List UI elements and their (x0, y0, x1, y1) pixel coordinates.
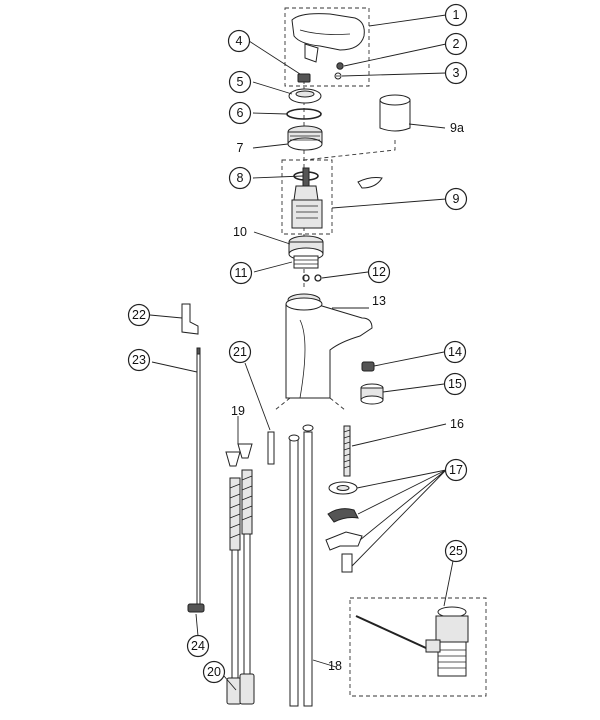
aerator-nut (361, 361, 375, 372)
pop-up-pin (267, 431, 275, 465)
callout-14: 14 (443, 340, 467, 364)
callout-11: 11 (229, 261, 253, 285)
callout-25: 25 (444, 539, 468, 563)
cartridge-base (288, 235, 324, 269)
grub-screw (336, 62, 344, 70)
pop-up-waste (355, 606, 469, 677)
threaded-stud (343, 425, 351, 477)
hose-connectors (225, 443, 253, 467)
callout-17: 17 (444, 458, 468, 482)
svg-text:12: 12 (372, 265, 386, 279)
rod-connector (187, 603, 205, 613)
callout-1: 1 (444, 3, 468, 27)
fixing-washers (328, 481, 358, 495)
callout-15: 15 (443, 372, 467, 396)
svg-text:23: 23 (132, 353, 146, 367)
svg-text:22: 22 (132, 308, 146, 322)
callout-24: 24 (186, 634, 210, 658)
svg-text:15: 15 (448, 377, 462, 391)
svg-text:4: 4 (236, 34, 243, 48)
horseshoe-washer (327, 508, 359, 523)
small-nut (297, 73, 311, 83)
svg-text:17: 17 (449, 463, 463, 477)
callout-6: 6 (228, 101, 252, 125)
svg-text:20: 20 (207, 665, 221, 679)
svg-text:14: 14 (448, 345, 462, 359)
callout-16: 16 (450, 417, 464, 431)
tap-body (285, 293, 373, 399)
waste-assembly-box (349, 597, 487, 697)
lift-rod (196, 347, 201, 607)
svg-text:21: 21 (233, 345, 247, 359)
svg-text:8: 8 (237, 171, 244, 185)
svg-text:11: 11 (235, 266, 248, 280)
small-screw (334, 72, 342, 80)
callout-23: 23 (127, 348, 151, 372)
callout-10: 10 (233, 225, 247, 239)
fixing-nut (341, 553, 353, 573)
cartridge-clip (357, 177, 383, 189)
callout-5: 5 (228, 70, 252, 94)
callout-7: 7 (237, 141, 244, 155)
svg-text:5: 5 (237, 75, 244, 89)
callout-8: 8 (228, 166, 252, 190)
callout-12: 12 (367, 260, 391, 284)
cartridge-cover (379, 94, 411, 132)
body-to-valves-link (274, 397, 346, 411)
aerator (360, 383, 384, 405)
svg-text:6: 6 (237, 106, 244, 120)
svg-text:3: 3 (453, 66, 460, 80)
callout-3: 3 (444, 61, 468, 85)
callout-22: 22 (127, 303, 151, 327)
callout-2: 2 (444, 32, 468, 56)
lift-rod-bracket (181, 303, 199, 335)
svg-text:25: 25 (449, 544, 463, 558)
handle-assembly-box (284, 7, 370, 87)
supply-pipes-rigid (288, 424, 314, 707)
svg-text:1: 1 (453, 8, 460, 22)
fixing-bracket (325, 531, 363, 551)
threaded-nut (287, 125, 323, 151)
callout-13: 13 (372, 294, 386, 308)
svg-text:9: 9 (453, 192, 460, 206)
callout-4: 4 (227, 29, 251, 53)
callout-18: 18 (328, 659, 342, 673)
callout-19: 19 (231, 404, 245, 418)
handle-lever (291, 13, 365, 63)
flexible-hoses (226, 469, 255, 705)
retaining-cap (288, 88, 322, 104)
cartridge-cover-link (303, 140, 396, 161)
callout-9a: 9a (450, 121, 464, 135)
callout-9: 9 (444, 187, 468, 211)
callout-20: 20 (202, 660, 226, 684)
cartridge (291, 167, 323, 229)
svg-text:2: 2 (453, 37, 460, 51)
small-o-rings (302, 274, 322, 282)
callout-21: 21 (228, 340, 252, 364)
svg-text:24: 24 (191, 639, 205, 653)
